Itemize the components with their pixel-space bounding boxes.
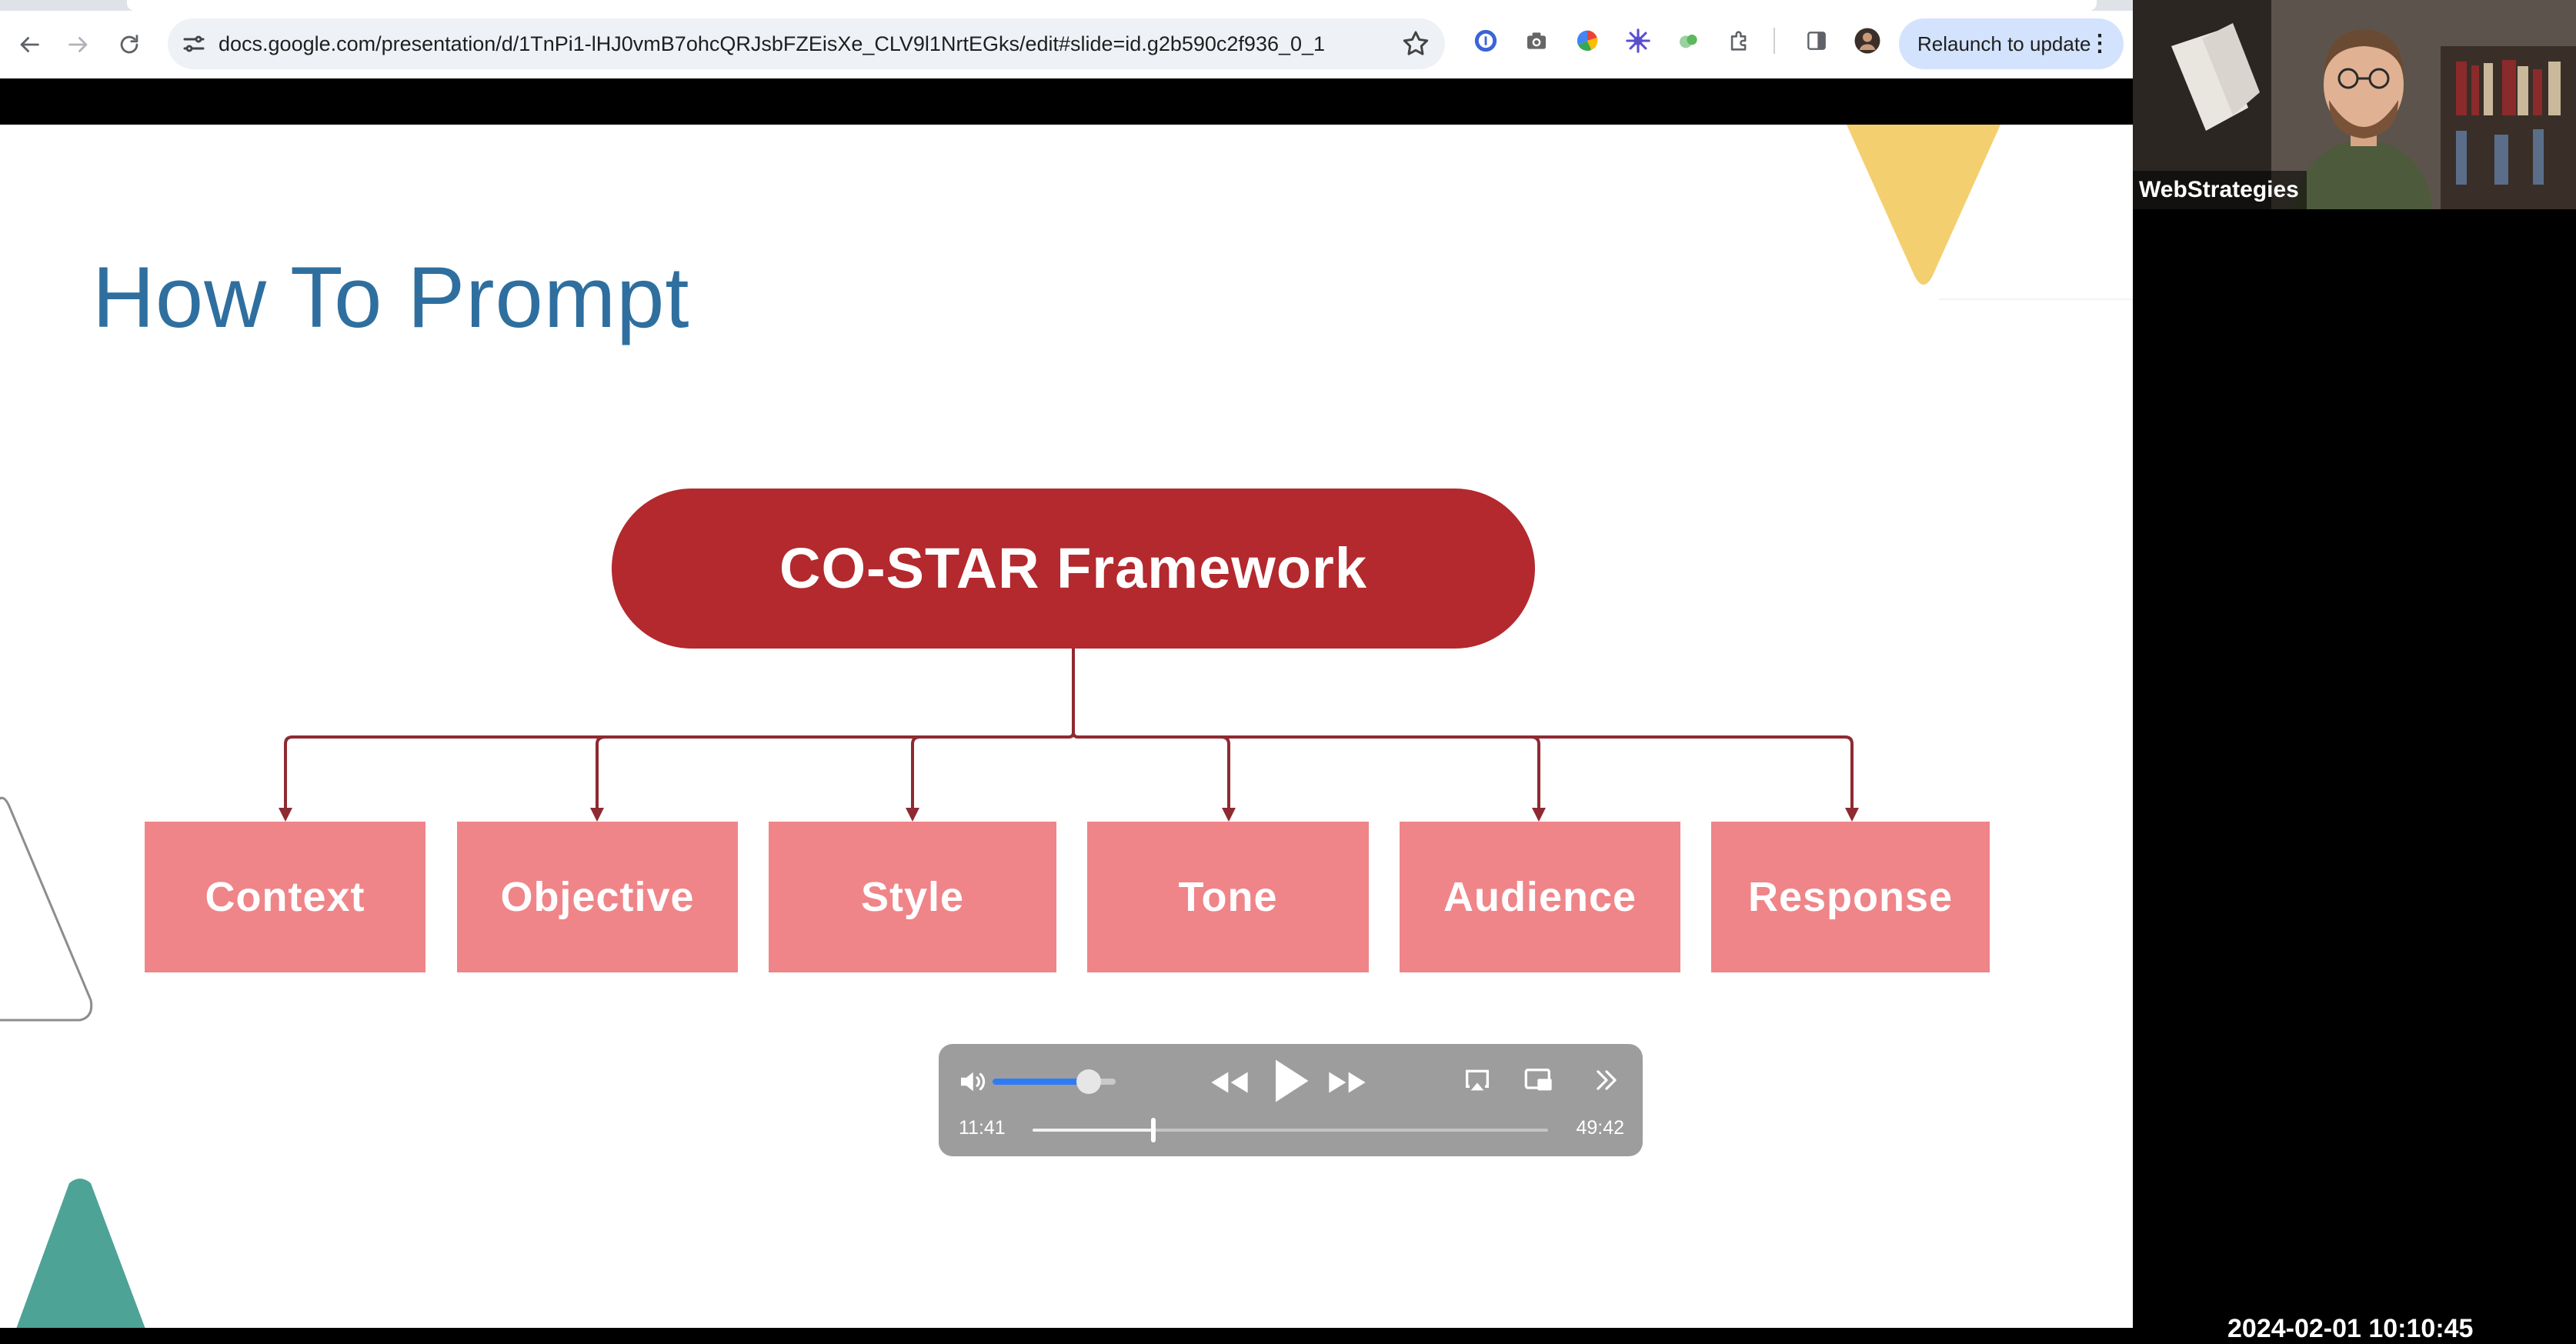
active-tab[interactable] bbox=[127, 0, 2097, 11]
box-response: Response bbox=[1711, 822, 1990, 972]
box-context: Context bbox=[145, 822, 425, 972]
total-duration: 49:42 bbox=[1576, 1117, 1624, 1139]
toolbar-divider bbox=[1774, 28, 1775, 54]
box-tone: Tone bbox=[1087, 822, 1369, 972]
camera-icon[interactable] bbox=[1522, 26, 1551, 55]
reload-icon bbox=[120, 35, 138, 54]
play-button[interactable] bbox=[1268, 1058, 1314, 1104]
outline-shape-decoration bbox=[0, 796, 93, 1022]
profile-avatar[interactable] bbox=[1853, 26, 1882, 55]
fast-forward-button[interactable] bbox=[1326, 1061, 1369, 1104]
seek-handle[interactable] bbox=[1151, 1118, 1156, 1142]
arrow-objective bbox=[590, 808, 604, 822]
volume-slider[interactable] bbox=[993, 1069, 1116, 1094]
more-chevrons-icon bbox=[1597, 1070, 1617, 1090]
arrow-left-icon bbox=[20, 37, 39, 52]
picture-in-picture-button[interactable] bbox=[1520, 1061, 1558, 1099]
relaunch-button[interactable]: Relaunch to update ⋮ bbox=[1899, 18, 2124, 69]
star-icon[interactable] bbox=[1400, 28, 1431, 59]
current-time: 11:41 bbox=[959, 1117, 1006, 1139]
sparkle-icon[interactable] bbox=[1623, 26, 1653, 55]
url-text[interactable]: docs.google.com/presentation/d/1TnPi1-lH… bbox=[219, 32, 1326, 55]
slide-title: How To Prompt bbox=[92, 249, 690, 345]
seek-progress bbox=[1033, 1129, 1154, 1132]
browser-toolbar: docs.google.com/presentation/d/1TnPi1-lH… bbox=[0, 0, 2133, 78]
presentation-top-bar bbox=[0, 78, 2133, 125]
password-manager-icon[interactable] bbox=[1471, 26, 1500, 55]
tab-strip bbox=[0, 0, 2133, 11]
arrow-tone bbox=[1222, 808, 1236, 822]
decorative-rule bbox=[1939, 298, 2133, 300]
more-vert-icon[interactable]: ⋮ bbox=[2088, 31, 2111, 56]
forward-button[interactable] bbox=[57, 23, 100, 66]
participant-name: WebStrategies bbox=[2133, 171, 2307, 209]
reload-button[interactable] bbox=[108, 23, 151, 66]
box-objective: Objective bbox=[457, 822, 738, 972]
address-bar[interactable]: docs.google.com/presentation/d/1TnPi1-lH… bbox=[168, 18, 1445, 69]
arrow-right-icon bbox=[68, 37, 88, 52]
volume-level bbox=[993, 1079, 1089, 1085]
back-button[interactable] bbox=[8, 23, 51, 66]
arrow-audience bbox=[1532, 808, 1546, 822]
picture-in-picture-icon bbox=[1524, 1069, 1552, 1091]
recording-timestamp: 2024-02-01 10:10:45 bbox=[2227, 1314, 2474, 1343]
airplay-button[interactable] bbox=[1458, 1061, 1497, 1099]
airplay-icon bbox=[1466, 1069, 1489, 1091]
relaunch-label: Relaunch to update bbox=[1917, 32, 2091, 55]
seek-bar[interactable] bbox=[1033, 1118, 1548, 1142]
rewind-button[interactable] bbox=[1208, 1061, 1251, 1104]
webcam-feed: WebStrategies bbox=[2133, 0, 2576, 209]
arrow-response bbox=[1845, 808, 1859, 822]
arrow-context bbox=[279, 808, 292, 822]
volume-knob[interactable] bbox=[1076, 1069, 1101, 1094]
volume-icon[interactable] bbox=[956, 1066, 988, 1098]
video-player-controls: 11:41 49:42 bbox=[939, 1044, 1643, 1156]
yellow-triangle-decoration bbox=[1847, 125, 2000, 285]
fast-forward-icon bbox=[1329, 1072, 1366, 1093]
puzzle-icon[interactable] bbox=[1725, 26, 1754, 55]
link-extension-icon[interactable] bbox=[1674, 26, 1703, 55]
framework-title: CO-STAR Framework bbox=[612, 489, 1535, 649]
arrow-style bbox=[906, 808, 919, 822]
box-audience: Audience bbox=[1400, 822, 1680, 972]
box-style: Style bbox=[769, 822, 1056, 972]
framework-connectors bbox=[279, 649, 1859, 822]
side-panel-icon[interactable] bbox=[1802, 26, 1831, 55]
more-controls-button[interactable] bbox=[1587, 1061, 1626, 1099]
rewind-icon bbox=[1211, 1072, 1248, 1093]
tune-icon[interactable] bbox=[180, 30, 208, 58]
teal-triangle-decoration bbox=[16, 1179, 145, 1328]
play-icon bbox=[1276, 1059, 1309, 1102]
color-picker-icon[interactable] bbox=[1573, 26, 1602, 55]
